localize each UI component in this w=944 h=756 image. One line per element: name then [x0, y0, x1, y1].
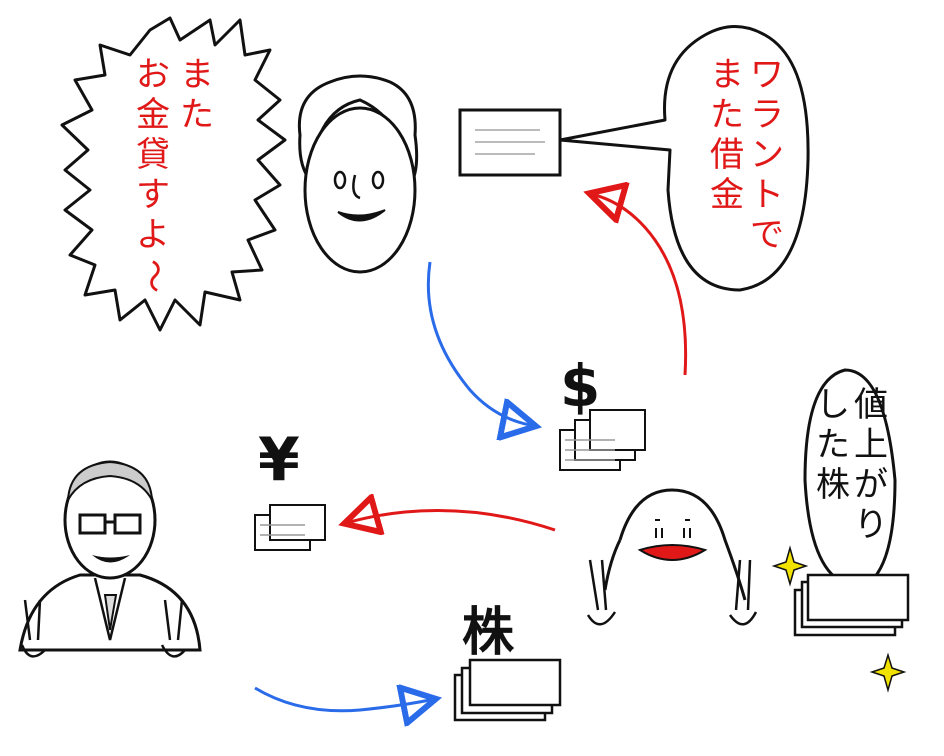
vertical-char: た — [710, 95, 744, 136]
vertical-char: ワ — [750, 55, 784, 95]
vertical-char: 上 — [854, 425, 888, 466]
vertical-char: 株 — [816, 465, 850, 506]
shout-bubble — [60, 16, 287, 332]
lender-face — [303, 106, 417, 274]
arrow-oldman-to-stock — [254, 688, 430, 711]
vertical-char: が — [854, 465, 888, 506]
stock-stack — [453, 658, 562, 722]
company-lips — [637, 544, 708, 561]
lender-character — [297, 74, 419, 274]
yen-symbol: ¥ — [258, 425, 300, 495]
risen-stock-stack — [793, 573, 910, 637]
vertical-char: ま — [710, 55, 744, 95]
arrow-lender-to-dollar — [426, 261, 530, 425]
vertical-char: 〜 — [133, 258, 174, 293]
vertical-char: ト — [750, 175, 784, 216]
vertical-char: 金 — [136, 95, 170, 136]
vertical-char: ラ — [750, 95, 784, 136]
stock-rose-text: 値上がり した株 — [808, 385, 898, 585]
sparkle-icon — [869, 652, 907, 693]
company-character — [586, 488, 758, 626]
vertical-char: で — [750, 215, 784, 256]
lender-smile — [337, 209, 386, 222]
warrant-bubble — [558, 25, 810, 292]
warrant-paper — [458, 108, 562, 177]
dollar-stack — [559, 409, 646, 471]
arrow-company-to-yen — [350, 510, 556, 530]
vertical-char: し — [816, 385, 850, 425]
vertical-char: た — [180, 95, 214, 136]
vertical-char: た — [816, 425, 850, 466]
vertical-char: 金 — [710, 175, 744, 216]
old-man-character — [18, 460, 202, 658]
vertical-char: お — [136, 55, 170, 95]
vertical-char: 値 — [854, 385, 888, 425]
vertical-char: よ — [136, 215, 170, 256]
stock-symbol: 株 — [462, 603, 515, 663]
lender-shout-text: また お金貸すよ〜 — [118, 55, 238, 305]
stock-rose-bubble — [803, 368, 897, 612]
warrant-text: ワラントで また借金 — [700, 55, 800, 285]
vertical-char: ま — [180, 55, 214, 95]
vertical-char: 借 — [710, 135, 744, 176]
vertical-char: ン — [750, 135, 784, 176]
vertical-char: す — [136, 175, 170, 216]
sparkle-icon — [771, 545, 809, 587]
yen-stack — [254, 504, 326, 551]
dollar-symbol: $ — [560, 352, 601, 420]
arrow-company-to-warrant — [595, 195, 688, 376]
vertical-char: 貸 — [136, 135, 170, 176]
vertical-char: り — [854, 505, 888, 546]
